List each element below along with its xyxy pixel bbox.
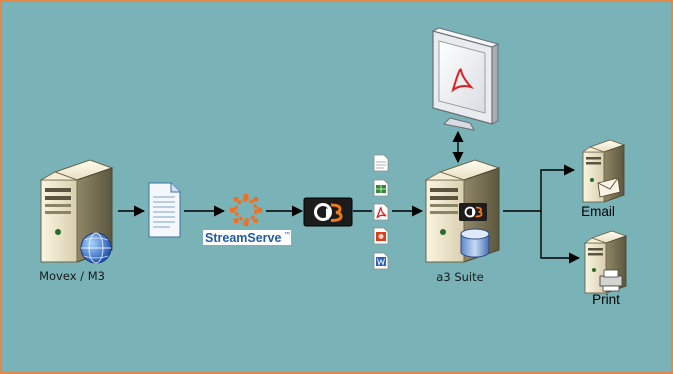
globe-icon — [80, 232, 112, 264]
pdf-logo-on-screen — [451, 68, 475, 93]
streamserve-gear-icon — [230, 194, 262, 226]
a3-badge-icon — [459, 203, 487, 221]
movex-m3-server: Movex / M3 — [39, 159, 114, 283]
connectors — [118, 130, 581, 264]
a3-suite-label: a3 Suite — [436, 270, 483, 284]
word-file-icon — [373, 252, 389, 270]
output-format-icons — [373, 154, 389, 270]
printer-icon — [599, 269, 623, 292]
presentation-file-icon — [373, 227, 389, 245]
spreadsheet-file-icon — [373, 179, 389, 197]
email-server: Email — [581, 139, 626, 219]
print-server: Print — [583, 230, 628, 307]
arrow-suite-to-email — [503, 164, 576, 212]
text-document-icon — [148, 182, 181, 238]
pdf-file-icon — [373, 203, 389, 221]
print-label: Print — [592, 292, 620, 307]
movex-m3-label: Movex / M3 — [39, 269, 105, 283]
streamserve-logo: StreamServe ™ — [203, 194, 291, 245]
a3-suite-server: a3 Suite — [424, 159, 501, 284]
monitor-pdf-icon — [431, 27, 500, 131]
email-label: Email — [581, 204, 615, 219]
streamserve-label: StreamServe — [205, 231, 281, 245]
database-icon — [460, 228, 490, 258]
text-file-icon — [373, 154, 389, 172]
arrow-suite-to-print — [540, 211, 581, 264]
streamserve-trademark: ™ — [284, 231, 290, 238]
envelope-icon — [597, 177, 621, 198]
a3-logo-icon — [303, 197, 353, 227]
